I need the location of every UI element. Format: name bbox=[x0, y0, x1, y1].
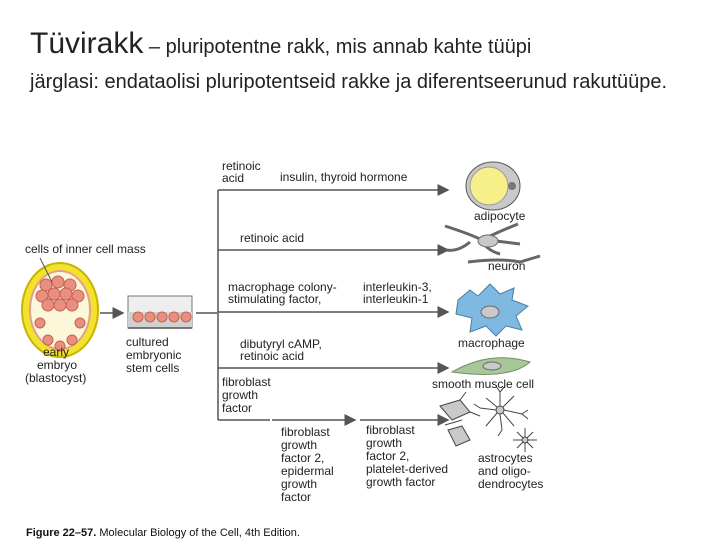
adipocyte-drawing bbox=[465, 161, 521, 211]
factor-b-3: factor 2, bbox=[281, 451, 325, 465]
factor-dibutyryl: dibutyryl cAMP, bbox=[240, 337, 322, 351]
macrophage-drawing bbox=[455, 283, 529, 337]
factor-b-1: fibroblast bbox=[281, 425, 330, 439]
product-glia-3: dendrocytes bbox=[478, 477, 544, 491]
factor-retinoic-acid: retinoic acid bbox=[240, 231, 305, 245]
early-embryo-label-3: (blastocyst) bbox=[25, 371, 87, 385]
early-embryo-label-2: embryo bbox=[37, 358, 78, 372]
title-rest: – pluripotentne rakk, mis annab kahte tü… bbox=[143, 36, 532, 58]
factor-retinoic-acid-2: retinoic acid bbox=[240, 349, 305, 363]
product-glia-1: astrocytes bbox=[478, 451, 533, 465]
smooth-muscle-drawing bbox=[450, 357, 531, 375]
factor-c-1: fibroblast bbox=[366, 423, 415, 437]
product-macrophage: macrophage bbox=[458, 336, 525, 350]
factor-c-2: growth bbox=[366, 436, 403, 450]
factor-insulin: insulin, thyroid hormone bbox=[280, 170, 408, 184]
early-embryo-label-1: early bbox=[43, 345, 70, 359]
factor-fgf-1: fibroblast bbox=[222, 375, 271, 389]
factor-acid: acid bbox=[222, 171, 245, 185]
factor-retinoic: retinoic bbox=[222, 159, 261, 173]
factor-b-4: epidermal bbox=[281, 464, 334, 478]
product-smooth-muscle: smooth muscle cell bbox=[432, 377, 535, 391]
slide-title: Tüvirakk – pluripotentne rakk, mis annab… bbox=[30, 26, 710, 67]
cultured-label-2: embryonic bbox=[126, 348, 182, 362]
inner-cell-mass-label: cells of inner cell mass bbox=[25, 242, 146, 256]
factor-mcsf-2: stimulating factor, bbox=[228, 292, 322, 306]
product-glia-2: and oligo- bbox=[478, 464, 531, 478]
factor-fgf-3: factor bbox=[222, 401, 253, 415]
factor-il1: interleukin-1 bbox=[363, 292, 429, 306]
product-adipocyte: adipocyte bbox=[474, 209, 526, 223]
culture-dish-drawing bbox=[127, 295, 193, 329]
factor-b-5: growth bbox=[281, 477, 318, 491]
factor-fgf-2: growth bbox=[222, 388, 259, 402]
cultured-label-3: stem cells bbox=[126, 361, 180, 375]
factor-mcsf-1: macrophage colony- bbox=[228, 280, 337, 294]
slide-body: järglasi: endataolisi pluripotentseid ra… bbox=[30, 71, 668, 93]
factor-c-3: factor 2, bbox=[366, 449, 410, 463]
product-neuron: neuron bbox=[488, 259, 526, 273]
neuron-drawing bbox=[444, 222, 541, 264]
cultured-label-1: cultured bbox=[126, 335, 169, 349]
caption-bold: Figure 22–57. bbox=[26, 527, 97, 539]
factor-c-5: growth factor bbox=[366, 475, 436, 489]
factor-b-6: factor bbox=[281, 490, 312, 504]
glia-drawing bbox=[439, 385, 537, 452]
blastocyst-drawing bbox=[21, 257, 99, 358]
factor-il3: interleukin-3, bbox=[363, 280, 432, 294]
title-word: Tüvirakk bbox=[30, 27, 144, 60]
figure-caption: Figure 22–57. Molecular Biology of the C… bbox=[26, 527, 300, 539]
factor-b-2: growth bbox=[281, 438, 318, 452]
caption-rest: Molecular Biology of the Cell, 4th Editi… bbox=[96, 527, 300, 539]
factor-c-4: platelet-derived bbox=[366, 462, 449, 476]
